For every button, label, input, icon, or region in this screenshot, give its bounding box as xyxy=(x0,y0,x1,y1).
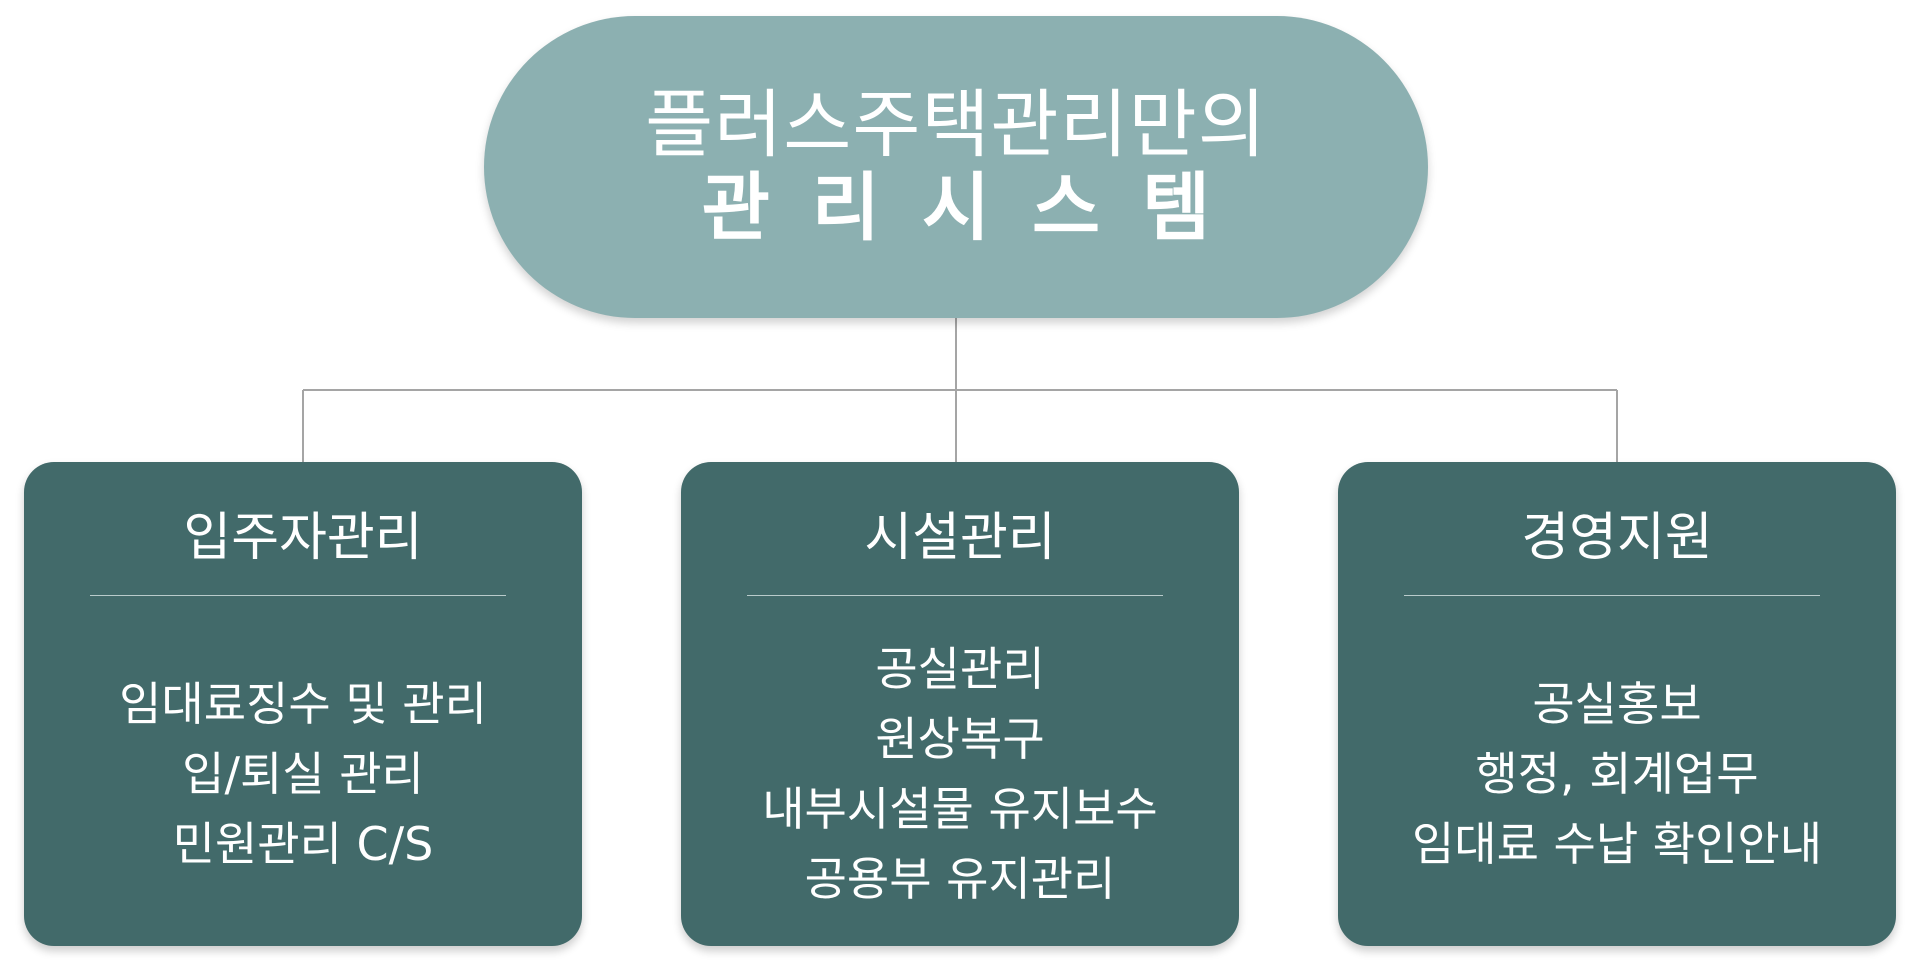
card-item: 공실관리 xyxy=(875,642,1045,696)
card-divider xyxy=(1404,595,1820,596)
card-item: 원상복구 xyxy=(875,712,1045,766)
card-facility-management: 시설관리 공실관리 원상복구 내부시설물 유지보수 공용부 유지관리 xyxy=(681,462,1239,946)
card-tenant-management: 입주자관리 임대료징수 및 관리 입/퇴실 관리 민원관리 C/S xyxy=(24,462,582,946)
card-item: 임대료 수납 확인안내 xyxy=(1411,817,1823,871)
card-item: 민원관리 C/S xyxy=(172,817,434,871)
card-title: 입주자관리 xyxy=(183,507,423,568)
card-item-list: 공실관리 원상복구 내부시설물 유지보수 공용부 유지관리 xyxy=(681,602,1239,946)
card-divider xyxy=(747,595,1163,596)
card-title: 시설관리 xyxy=(864,507,1056,568)
card-item: 임대료징수 및 관리 xyxy=(119,677,487,731)
card-item: 입/퇴실 관리 xyxy=(182,747,424,801)
card-item: 공용부 유지관리 xyxy=(804,852,1116,906)
card-item-list: 공실홍보 행정, 회계업무 임대료 수납 확인안내 xyxy=(1338,602,1896,946)
card-item: 행정, 회계업무 xyxy=(1475,747,1759,801)
card-item-list: 임대료징수 및 관리 입/퇴실 관리 민원관리 C/S xyxy=(24,602,582,946)
card-title: 경영지원 xyxy=(1521,507,1713,568)
root-node-system: 플러스주택관리만의 관리시스템 xyxy=(484,16,1428,318)
card-management-support: 경영지원 공실홍보 행정, 회계업무 임대료 수납 확인안내 xyxy=(1338,462,1896,946)
card-item: 공실홍보 xyxy=(1532,677,1702,731)
root-title-line2: 관리시스템 xyxy=(701,165,1253,251)
root-title-line1: 플러스주택관리만의 xyxy=(645,81,1267,168)
card-item: 내부시설물 유지보수 xyxy=(762,782,1158,836)
card-divider xyxy=(90,595,506,596)
